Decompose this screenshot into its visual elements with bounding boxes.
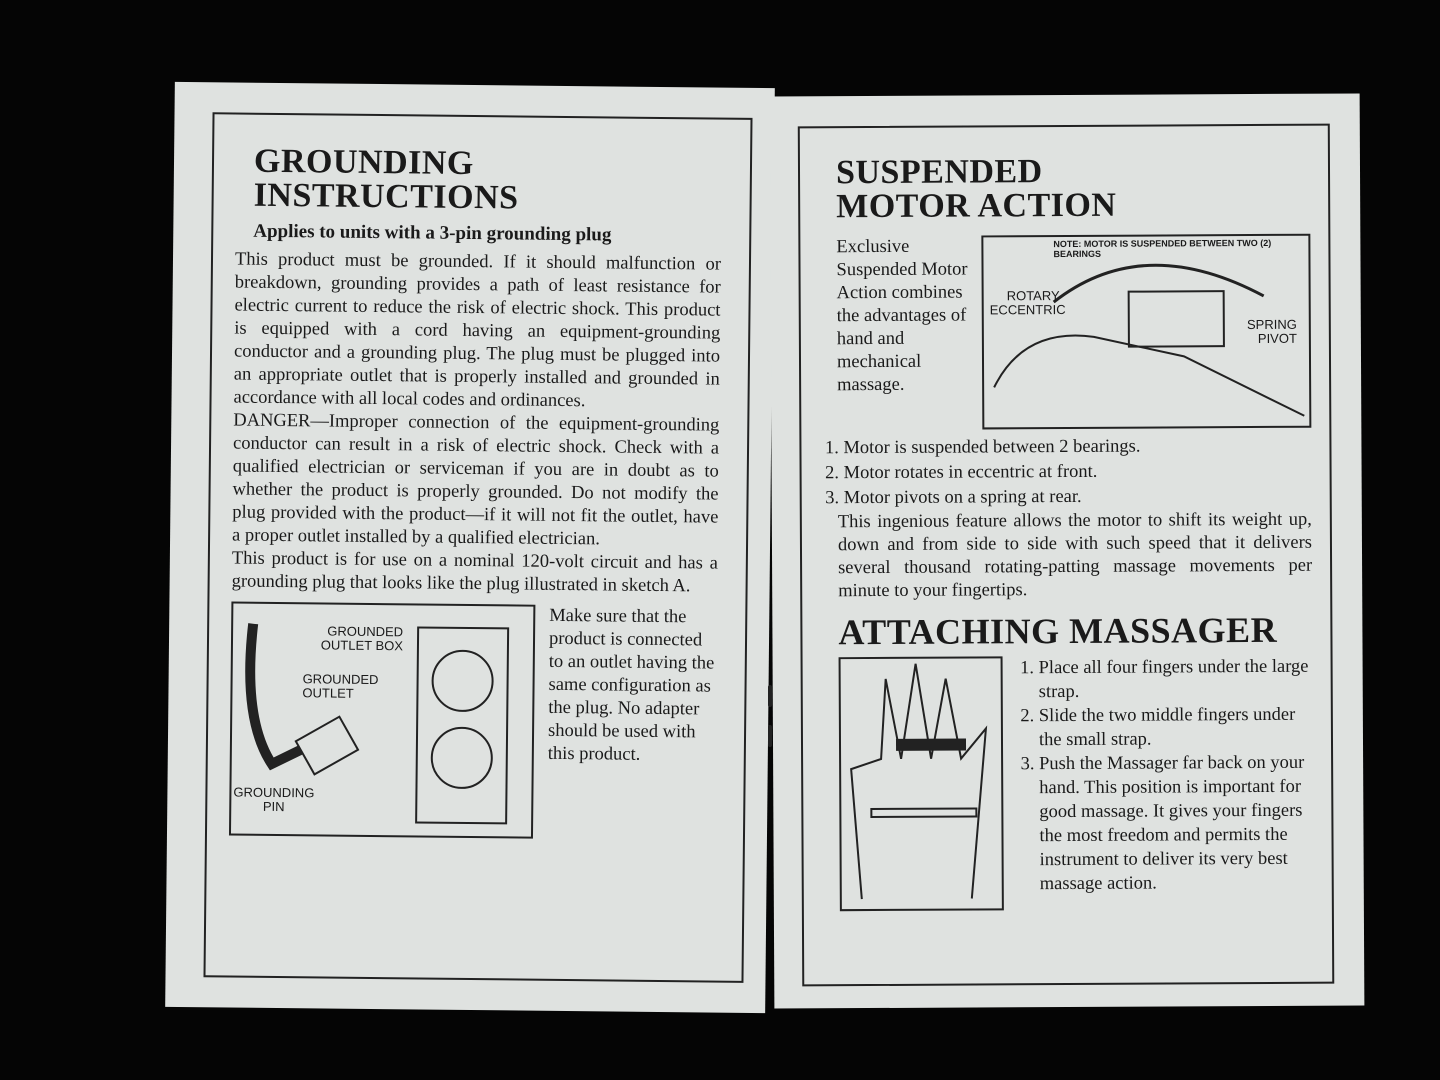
paragraph: DANGER—Improper connection of the equipm… xyxy=(232,410,720,550)
label-spring: SPRING PIVOT xyxy=(1246,316,1297,346)
staple xyxy=(768,685,772,707)
attach-row: Place all four fingers under the large s… xyxy=(838,655,1314,912)
motor-illustration xyxy=(993,263,1305,417)
paragraph: This product is for use on a nominal 120… xyxy=(231,548,718,597)
label-outlet-box: GROUNDED OUTLET BOX xyxy=(320,623,404,654)
side-text: Make sure that the product is connected … xyxy=(547,605,715,765)
step: Place all four fingers under the large s… xyxy=(1039,655,1313,704)
label-rotary: ROTARY ECCENTRIC xyxy=(989,288,1066,318)
staple xyxy=(768,725,772,747)
plug-outlet-illustration xyxy=(245,623,510,825)
sketch-a: GROUNDED OUTLET BOX GROUNDED OUTLET GROU… xyxy=(228,601,536,839)
title-line: MOTOR ACTION xyxy=(836,186,1117,226)
step: Slide the two middle fingers under the s… xyxy=(1039,703,1313,752)
step: Motor is suspended between 2 bearings. xyxy=(843,434,1311,461)
subtitle: Applies to units with a 3-pin grounding … xyxy=(253,220,612,246)
sketch-row: GROUNDED OUTLET BOX GROUNDED OUTLET GROU… xyxy=(228,601,717,841)
motor-paragraph: This ingenious feature allows the motor … xyxy=(837,509,1313,602)
label-pin: GROUNDING PIN xyxy=(233,784,315,815)
label-outlet: GROUNDED OUTLET xyxy=(302,671,379,701)
motor-intro: Exclusive Suspended Motor Action combine… xyxy=(836,236,968,396)
attach-steps: Place all four fingers under the large s… xyxy=(1017,655,1314,897)
motor-row: Exclusive Suspended Motor Action combine… xyxy=(836,233,1312,430)
title-line: SUSPENDED xyxy=(835,153,1043,192)
diagram-note: NOTE: MOTOR IS SUSPENDED BETWEEN TWO (2)… xyxy=(1053,237,1272,260)
motor-diagram: NOTE: MOTOR IS SUSPENDED BETWEEN TWO (2)… xyxy=(981,233,1312,430)
motor-steps: Motor is suspended between 2 bearings. M… xyxy=(821,434,1311,512)
attaching-title: ATTACHING MASSAGER xyxy=(838,609,1278,653)
hand-strap-icon xyxy=(850,663,988,900)
hand-illustration xyxy=(838,656,1004,912)
paragraph: This product must be grounded. If it sho… xyxy=(233,249,722,412)
grounding-text: This product must be grounded. If it sho… xyxy=(232,249,722,599)
step: Motor rotates in eccentric at front. xyxy=(844,459,1312,486)
step: Motor pivots on a spring at rear. xyxy=(844,484,1312,511)
title-line: INSTRUCTIONS xyxy=(253,176,519,217)
step: Push the Massager far back on your hand.… xyxy=(1039,751,1314,896)
